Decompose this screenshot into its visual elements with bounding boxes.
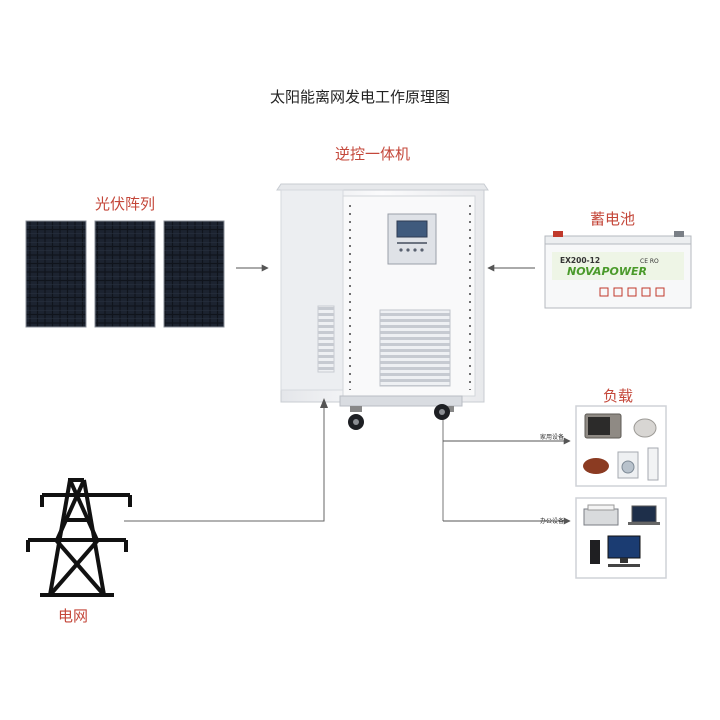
home-appliances-label: 家用设备 xyxy=(540,434,565,441)
pv-array-label: 光伏阵列 xyxy=(95,195,156,213)
battery-brand-text: NOVAPOWER xyxy=(567,265,647,278)
diagram-title: 太阳能离网发电工作原理图 xyxy=(269,88,450,106)
computer-icon xyxy=(575,497,667,579)
battery-marks-text: CE RO xyxy=(640,258,659,265)
grid-to-inverter-arrowhead xyxy=(320,398,328,408)
appliance-icon xyxy=(575,405,667,487)
grid-to-inverter-line xyxy=(124,402,325,522)
inverter-cabinet-icon xyxy=(276,183,489,430)
solar-panel-icon xyxy=(94,220,156,328)
battery-icon xyxy=(544,231,692,309)
grid-label: 电网 xyxy=(58,607,89,625)
inverter-label: 逆控一体机 xyxy=(335,145,411,163)
battery-model-text: EX200-12 xyxy=(560,256,600,265)
power-tower-icon xyxy=(26,478,132,597)
solar-panel-icon xyxy=(163,220,225,328)
solar-panel-icon xyxy=(25,220,87,328)
battery-label: 蓄电池 xyxy=(590,210,636,228)
load-label: 负载 xyxy=(603,387,634,405)
battery-symbols xyxy=(599,287,665,297)
